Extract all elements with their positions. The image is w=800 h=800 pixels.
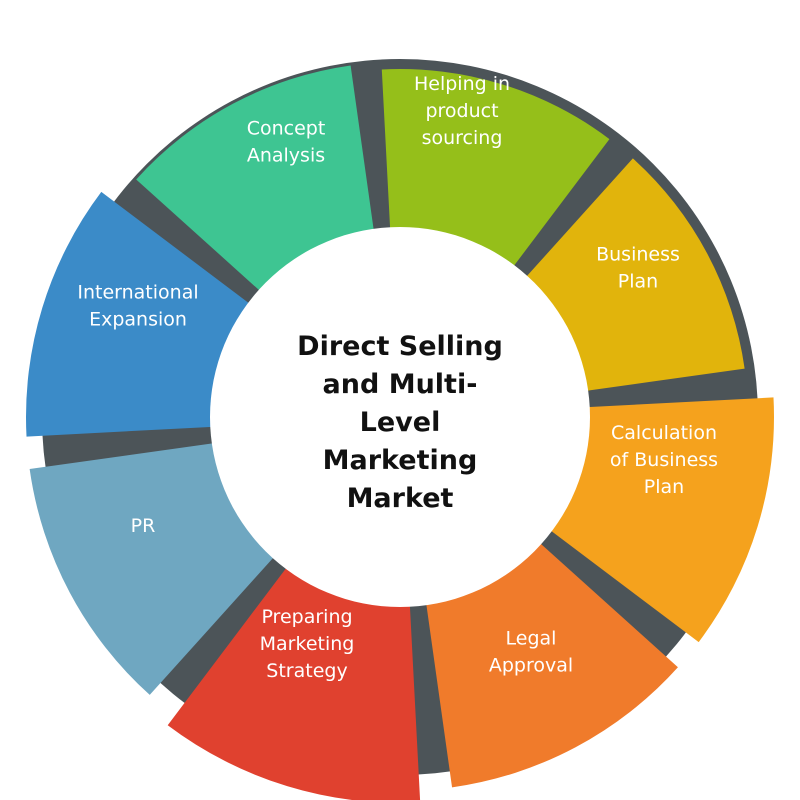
center-title-line: Marketing	[323, 445, 478, 476]
segment-label-line: Preparing	[261, 606, 352, 628]
segment-label-line: Strategy	[266, 660, 347, 682]
segment-label-line: Expansion	[89, 309, 187, 331]
segment-label: PR	[131, 515, 156, 537]
segment-label-line: Business	[596, 244, 680, 266]
center-title-line: Level	[360, 407, 441, 438]
segment-shape	[532, 397, 774, 643]
segment-shape	[423, 528, 678, 788]
center-title-line: and Multi-	[323, 369, 478, 400]
segment-shape	[29, 440, 289, 695]
center-disc	[210, 227, 590, 607]
segment-shape	[26, 191, 268, 437]
segment-label-line: Legal	[506, 628, 557, 650]
segment-label-line: International	[77, 282, 198, 304]
segment-label-line: Helping in	[414, 73, 510, 95]
center-title-line: Direct Selling	[297, 331, 503, 362]
segment-label-line: Concept	[247, 118, 326, 140]
segment-label-line: Plan	[618, 271, 658, 293]
segment-label-line: Plan	[644, 476, 684, 498]
center-title-line: Market	[347, 483, 454, 514]
segment-label-line: Calculation	[611, 422, 717, 444]
segment-label: Helping in product sourcing	[414, 73, 510, 149]
segment-label-line: product	[425, 100, 498, 122]
segment-label-line: Marketing	[260, 633, 355, 655]
segment-label-line: sourcing	[422, 127, 503, 149]
segment-label-line: of Business	[610, 449, 718, 471]
segment-shape	[381, 69, 610, 285]
segment-label-line: Analysis	[247, 145, 325, 167]
segment-shape	[167, 549, 421, 800]
segment-label-line: PR	[131, 515, 156, 537]
segment-shape	[136, 65, 377, 306]
segment-label-line: Approval	[489, 655, 573, 677]
